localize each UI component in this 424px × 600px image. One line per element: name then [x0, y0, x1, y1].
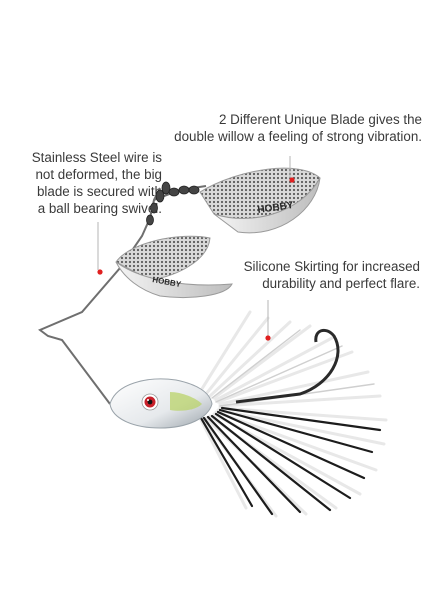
skirt-marker-icon — [265, 335, 271, 341]
wire-callout-line-4: a ball bearing swivel. — [37, 201, 162, 216]
wire-callout-line-2: not deformed, the big — [35, 167, 162, 182]
hook — [235, 328, 340, 404]
blade-callout-line-2: double willow a feeling of strong vibrat… — [174, 129, 422, 144]
blade-callout-line-1: 2 Different Unique Blade gives the — [219, 112, 422, 127]
big-blade-logo: HOBBY — [257, 200, 295, 216]
silicone-skirt — [198, 310, 388, 518]
wire-callout-line-1: Stainless Steel wire is — [31, 150, 162, 165]
wire-callout-line-3: blade is secured with — [36, 184, 162, 199]
skirt-callout-line-2: durability and perfect flare. — [262, 276, 420, 291]
swivel-chain — [146, 181, 200, 226]
lure-head — [109, 378, 213, 429]
skirt-callout: Silicone Skirting for increased durabili… — [200, 258, 420, 292]
skirt-callout-line-1: Silicone Skirting for increased — [243, 259, 420, 274]
small-willow-blade: HOBBY — [115, 235, 233, 298]
wire-marker-icon — [97, 269, 103, 275]
blade-marker-icon — [289, 177, 295, 183]
blade-callout: 2 Different Unique Blade gives the doubl… — [152, 111, 422, 145]
wire-callout: Stainless Steel wire is not deformed, th… — [2, 149, 162, 217]
